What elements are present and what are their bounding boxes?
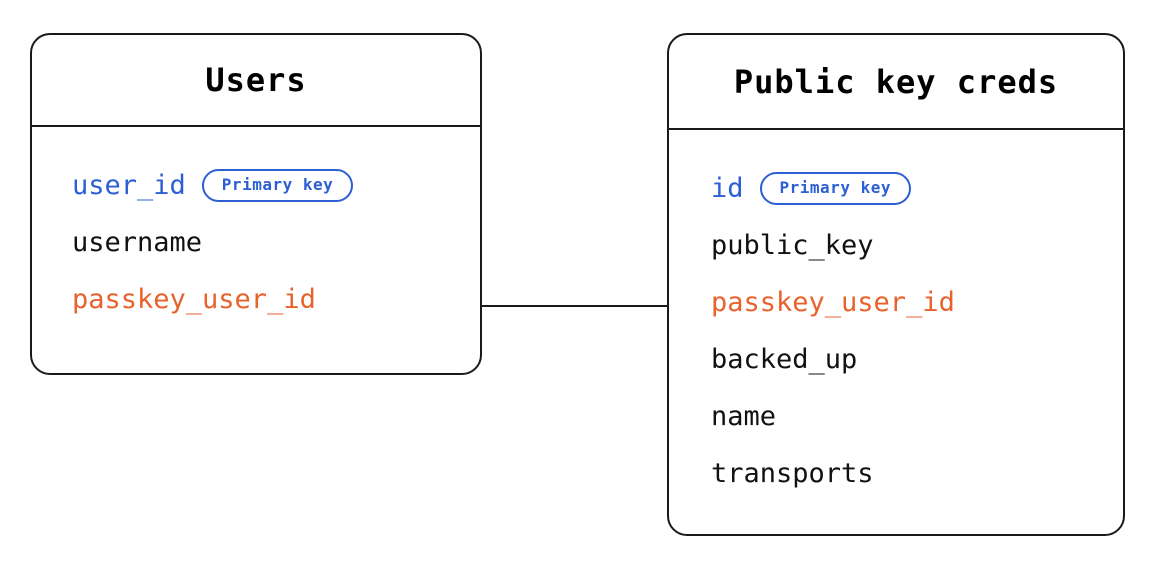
field-row[interactable]: name bbox=[711, 388, 1123, 445]
field-name-transports: transports bbox=[711, 458, 874, 489]
entity-public-key-creds-header: Public key creds bbox=[669, 35, 1123, 130]
field-row[interactable]: user_id Primary key bbox=[72, 157, 480, 214]
entity-public-key-creds-field-list: id Primary key public_key passkey_user_i… bbox=[669, 130, 1123, 502]
field-row[interactable]: passkey_user_id bbox=[72, 271, 480, 328]
relationship-connector-line bbox=[481, 305, 668, 307]
field-row[interactable]: backed_up bbox=[711, 331, 1123, 388]
field-name-user-id: user_id bbox=[72, 170, 186, 201]
entity-users-header: Users bbox=[32, 35, 480, 127]
field-name-name: name bbox=[711, 401, 777, 432]
primary-key-badge: Primary key bbox=[759, 171, 911, 206]
field-row[interactable]: public_key bbox=[711, 217, 1123, 274]
entity-users-field-list: user_id Primary key username passkey_use… bbox=[32, 127, 480, 328]
field-row[interactable]: id Primary key bbox=[711, 160, 1123, 217]
field-name-public-key: public_key bbox=[711, 230, 874, 261]
field-name-passkey-user-id: passkey_user_id bbox=[711, 287, 955, 318]
entity-public-key-creds-title: Public key creds bbox=[733, 62, 1059, 101]
primary-key-badge: Primary key bbox=[201, 168, 354, 203]
field-row[interactable]: passkey_user_id bbox=[711, 274, 1123, 331]
field-name-backed-up: backed_up bbox=[711, 344, 858, 375]
entity-users-title: Users bbox=[205, 61, 307, 99]
entity-users[interactable]: Users user_id Primary key username passk… bbox=[30, 33, 482, 375]
entity-public-key-creds[interactable]: Public key creds id Primary key public_k… bbox=[667, 33, 1125, 536]
field-name-username: username bbox=[72, 227, 203, 258]
field-row[interactable]: transports bbox=[711, 445, 1123, 502]
field-row[interactable]: username bbox=[72, 214, 480, 271]
field-name-id: id bbox=[711, 173, 744, 204]
field-name-passkey-user-id: passkey_user_id bbox=[72, 284, 316, 315]
